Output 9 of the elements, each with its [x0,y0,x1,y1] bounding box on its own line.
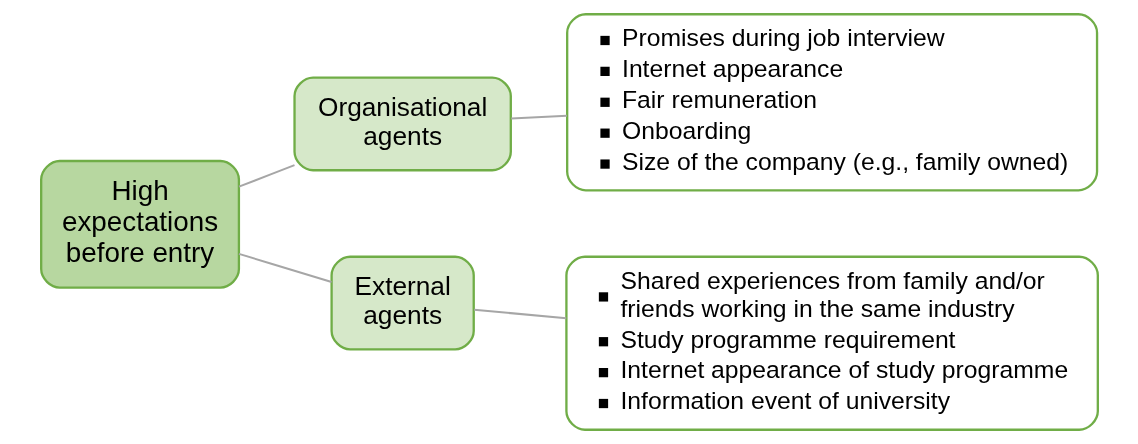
node-box: Shared experiences from family and/or friends working in the same industry Study programme requirement Internet appearance of study programme Information event of university [564,255,1099,431]
connector [238,252,332,283]
node-box: High expectations before entry [39,159,240,289]
connector [510,114,567,120]
node-box: External agents [329,255,475,351]
node-box: Organisational agents [292,76,512,172]
connector [473,308,566,320]
node-box: Promises during job interview Internet appearance Fair remuneration Onboarding Size of the company (e.g., family owned) [565,13,1098,192]
connector [238,164,295,188]
